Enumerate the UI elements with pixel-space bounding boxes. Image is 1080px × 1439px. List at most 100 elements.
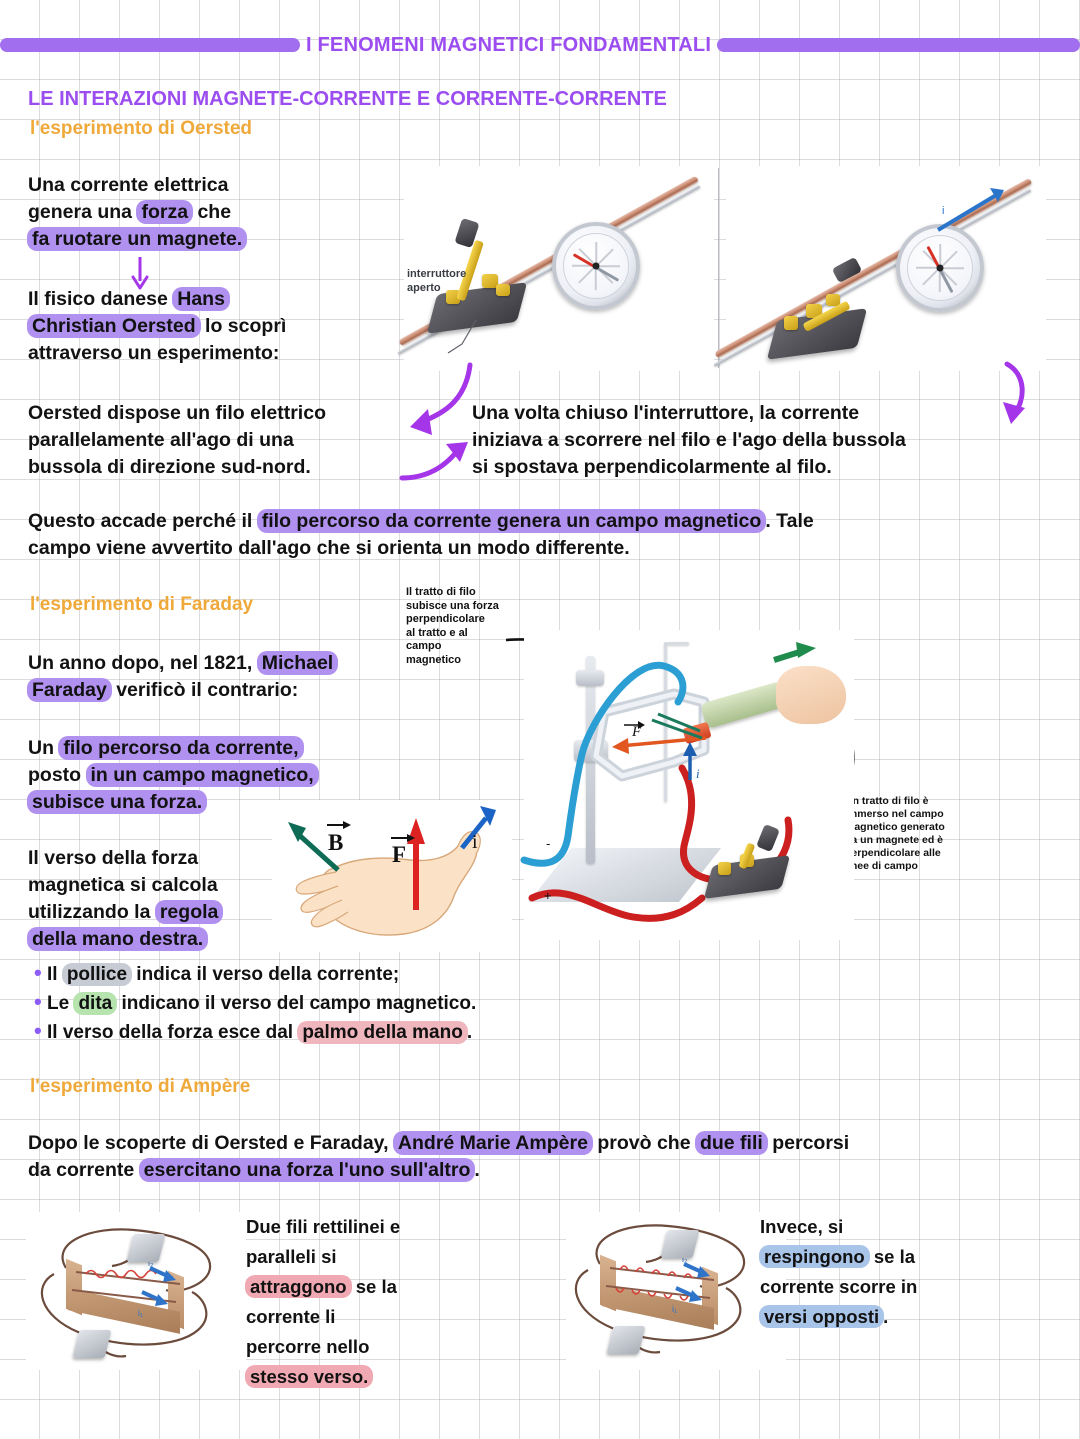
hand bbox=[776, 666, 846, 724]
ocl-highlight: filo percorso da corrente genera un camp… bbox=[256, 509, 767, 533]
svg-text:-: - bbox=[546, 836, 550, 851]
fs-l2-highlight: in un campo magnetico, bbox=[85, 763, 319, 787]
stand-clamp bbox=[576, 670, 604, 686]
compass-tick bbox=[595, 242, 597, 266]
ampere-illustration-attract: i₂ i₁ bbox=[26, 1212, 246, 1370]
compass-pivot bbox=[936, 264, 944, 272]
bullet-dot-icon: • bbox=[34, 960, 42, 985]
orp-l3: si spostava perpendicolarmente al filo. bbox=[472, 456, 832, 478]
section-main-title: LE INTERAZIONI MAGNETE-CORRENTE E CORREN… bbox=[28, 88, 667, 110]
switch-terminal bbox=[496, 284, 510, 296]
obk1-l1: Una corrente elettrica bbox=[28, 174, 229, 196]
faraday-intro: Un anno dopo, nel 1821, Michael Faraday … bbox=[27, 650, 408, 704]
stand-crossbar bbox=[667, 642, 689, 645]
parallel-wires: i₂ i₁ bbox=[605, 1254, 715, 1314]
switch-terminal bbox=[446, 290, 460, 304]
svg-text:i₁: i₁ bbox=[672, 1304, 677, 1314]
fs-l1a: Un bbox=[28, 737, 60, 759]
fi-l1a: Un anno dopo, nel 1821, bbox=[28, 652, 258, 674]
oersted-right-paragraph: Una volta chiuso l'interruttore, la corr… bbox=[472, 400, 1032, 481]
fi-l2b: verificò il contrario: bbox=[110, 679, 299, 701]
fb3-b: . bbox=[466, 1022, 473, 1043]
compass-tick bbox=[596, 265, 620, 267]
bullet-dot-icon: • bbox=[34, 989, 42, 1014]
oersted-illustration-open: interruttore aperto bbox=[397, 166, 714, 371]
ap-l1-highlight: André Marie Ampère bbox=[392, 1131, 593, 1155]
ap-l1b: provò che bbox=[591, 1132, 696, 1154]
orp-l2: iniziava a scorrere nel filo e l'ago del… bbox=[472, 429, 906, 451]
alc-l5: percorre nello bbox=[246, 1336, 370, 1357]
ap-l2b: . bbox=[474, 1159, 480, 1181]
right-hand-rule-illustration: B F i bbox=[272, 800, 512, 952]
curved-arrow-down-icon bbox=[1003, 361, 1025, 424]
fb1-b: indica il verso della corrente; bbox=[131, 964, 400, 985]
ocl-l2: campo viene avvertito dall'ago che si or… bbox=[28, 537, 630, 559]
faraday-bullet-1: • Il pollice indica il verso della corre… bbox=[34, 958, 594, 990]
switch-open-label: interruttore aperto bbox=[407, 268, 467, 294]
fi-l1-highlight: Michael bbox=[256, 651, 339, 675]
arc-l2b: se la bbox=[868, 1246, 916, 1267]
stand-upright bbox=[664, 642, 667, 802]
down-arrow-icon bbox=[131, 257, 149, 290]
svg-text:F: F bbox=[631, 724, 642, 740]
fb3-a: Il verso della forza esce dal bbox=[46, 1022, 299, 1043]
page-header: I FENOMENI MAGNETICI FONDAMENTALI bbox=[0, 28, 1080, 62]
oersted-text-block-1: Una corrente elettrica genera una forza … bbox=[27, 172, 398, 253]
fb1-a: Il bbox=[46, 964, 63, 985]
alc-l4: corrente li bbox=[246, 1306, 336, 1327]
header-bar-right bbox=[717, 38, 1080, 52]
ampere-right-caption: Invece, si respingono se la corrente sco… bbox=[759, 1212, 1020, 1332]
ampere-left-caption: Due fili rettilinei e paralleli si attra… bbox=[245, 1212, 466, 1392]
faraday-bullet-3: • Il verso della forza esce dal palmo de… bbox=[34, 1016, 654, 1048]
faraday-note-left: Il tratto di filo subisce una forza perp… bbox=[406, 586, 499, 666]
illustration-divider bbox=[718, 168, 719, 368]
apparatus-vectors: F i - + bbox=[544, 642, 816, 903]
ap-l1-highlight2: due fili bbox=[694, 1131, 768, 1155]
svg-text:i₂: i₂ bbox=[148, 1258, 154, 1268]
fr-l3a: utilizzando la bbox=[28, 901, 156, 923]
ap-l2a: da corrente bbox=[28, 1159, 140, 1181]
fi-l2-highlight: Faraday bbox=[27, 678, 112, 702]
switch-terminal bbox=[718, 862, 731, 875]
faraday-bullet-2: • Le dita indicano il verso del campo ma… bbox=[34, 987, 634, 1019]
blue-wire bbox=[520, 661, 687, 867]
page-title: I FENOMENI MAGNETICI FONDAMENTALI bbox=[306, 33, 712, 56]
ap-l1a: Dopo le scoperte di Oersted e Faraday, bbox=[28, 1132, 394, 1154]
switch-terminal bbox=[826, 294, 840, 306]
olp-l2: parallelamente all'ago di una bbox=[28, 429, 294, 451]
obk2-l1a: Il fisico danese bbox=[28, 288, 174, 310]
switch-terminal bbox=[482, 274, 498, 288]
faraday-statement: Un filo percorso da corrente, posto in u… bbox=[27, 735, 408, 816]
alc-l1: Due fili rettilinei e bbox=[246, 1216, 401, 1237]
alc-l2: paralleli si bbox=[246, 1246, 337, 1267]
arc-l4-highlight: versi opposti bbox=[759, 1305, 885, 1328]
fr-l1: Il verso della forza bbox=[28, 847, 199, 869]
ap-l1c: percorsi bbox=[766, 1132, 850, 1154]
obk1-l2b: che bbox=[192, 201, 232, 223]
fb1-highlight: pollice bbox=[61, 963, 133, 986]
obk2-l2-highlight: Christian Oersted bbox=[27, 314, 201, 338]
obk2-l3: attraverso un esperimento: bbox=[28, 342, 280, 364]
svg-text:i: i bbox=[472, 831, 478, 853]
alc-l3-highlight: attraggono bbox=[245, 1275, 352, 1298]
faraday-rule: Il verso della forza magnetica si calcol… bbox=[27, 845, 288, 953]
curved-arrow-down-left-icon bbox=[410, 362, 473, 435]
oersted-conclusion: Questo accade perché il filo percorso da… bbox=[28, 508, 1058, 562]
svg-text:i₁: i₁ bbox=[138, 1308, 143, 1318]
svg-text:F: F bbox=[392, 842, 406, 867]
ampere-illustration-repel: i₂ i₁ bbox=[566, 1212, 786, 1370]
curved-arrow-up-right-icon bbox=[399, 442, 468, 481]
oersted-illustration-closed: i bbox=[713, 166, 1046, 371]
fb2-a: Le bbox=[46, 993, 75, 1014]
arc-l2-highlight: respingono bbox=[759, 1245, 870, 1268]
ap-l2-highlight: esercitano una forza l'uno sull'altro bbox=[138, 1158, 476, 1182]
subsection-oersted: l'esperimento di Oersted bbox=[30, 118, 253, 139]
oersted-text-block-2: Il fisico danese Hans Christian Oersted … bbox=[27, 286, 408, 367]
compass bbox=[896, 224, 984, 312]
hand-vectors: B F i bbox=[288, 806, 496, 936]
alc-l6-highlight: stesso verso. bbox=[245, 1365, 374, 1388]
obk1-l3-highlight: fa ruotare un magnete. bbox=[27, 227, 248, 251]
svg-text:i₂: i₂ bbox=[682, 1254, 688, 1264]
ampere-paragraph: Dopo le scoperte di Oersted e Faraday, A… bbox=[28, 1130, 1063, 1184]
